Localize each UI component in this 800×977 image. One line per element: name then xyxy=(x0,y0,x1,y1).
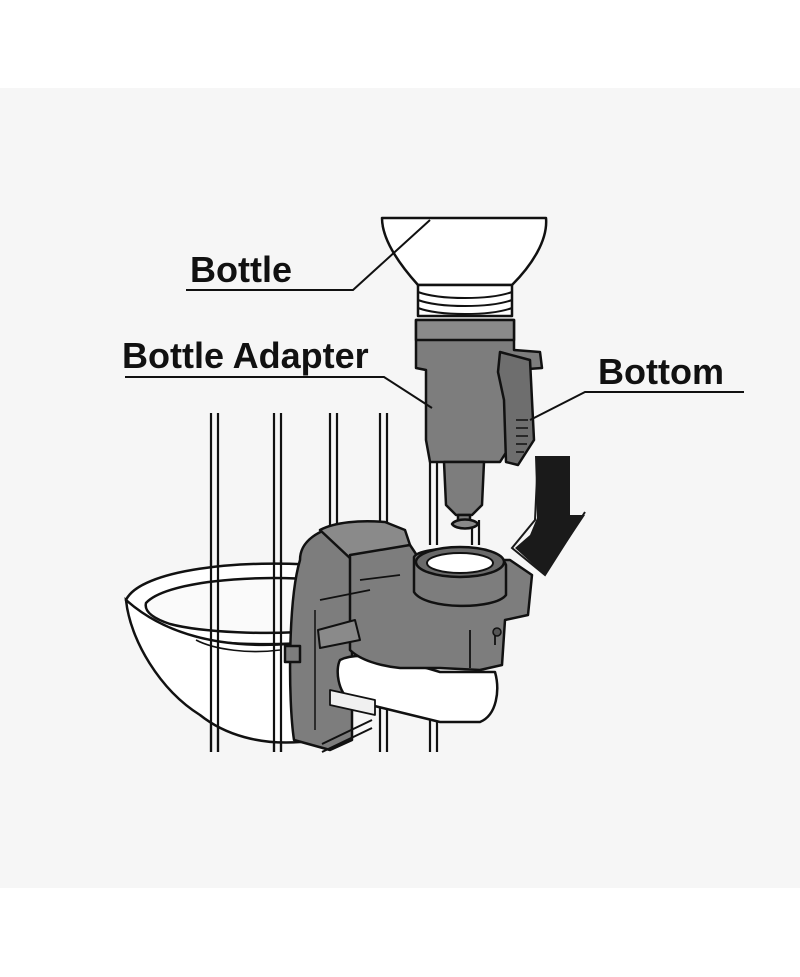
adapter-holder xyxy=(317,543,534,672)
bottle-label: Bottle xyxy=(190,249,292,290)
bottle-adapter-label: Bottle Adapter xyxy=(122,335,369,376)
bottle xyxy=(380,216,548,318)
bottle-leader xyxy=(186,219,431,291)
bottle-adapter-part xyxy=(414,318,544,530)
bottle-adapter-leader xyxy=(125,376,433,409)
bottom-label: Bottom xyxy=(598,351,724,392)
cage-wires-front xyxy=(209,560,283,752)
insert-arrow xyxy=(510,455,586,577)
leader-lines xyxy=(125,219,744,421)
bottom-leader xyxy=(529,391,744,421)
water-bowl xyxy=(124,562,332,744)
